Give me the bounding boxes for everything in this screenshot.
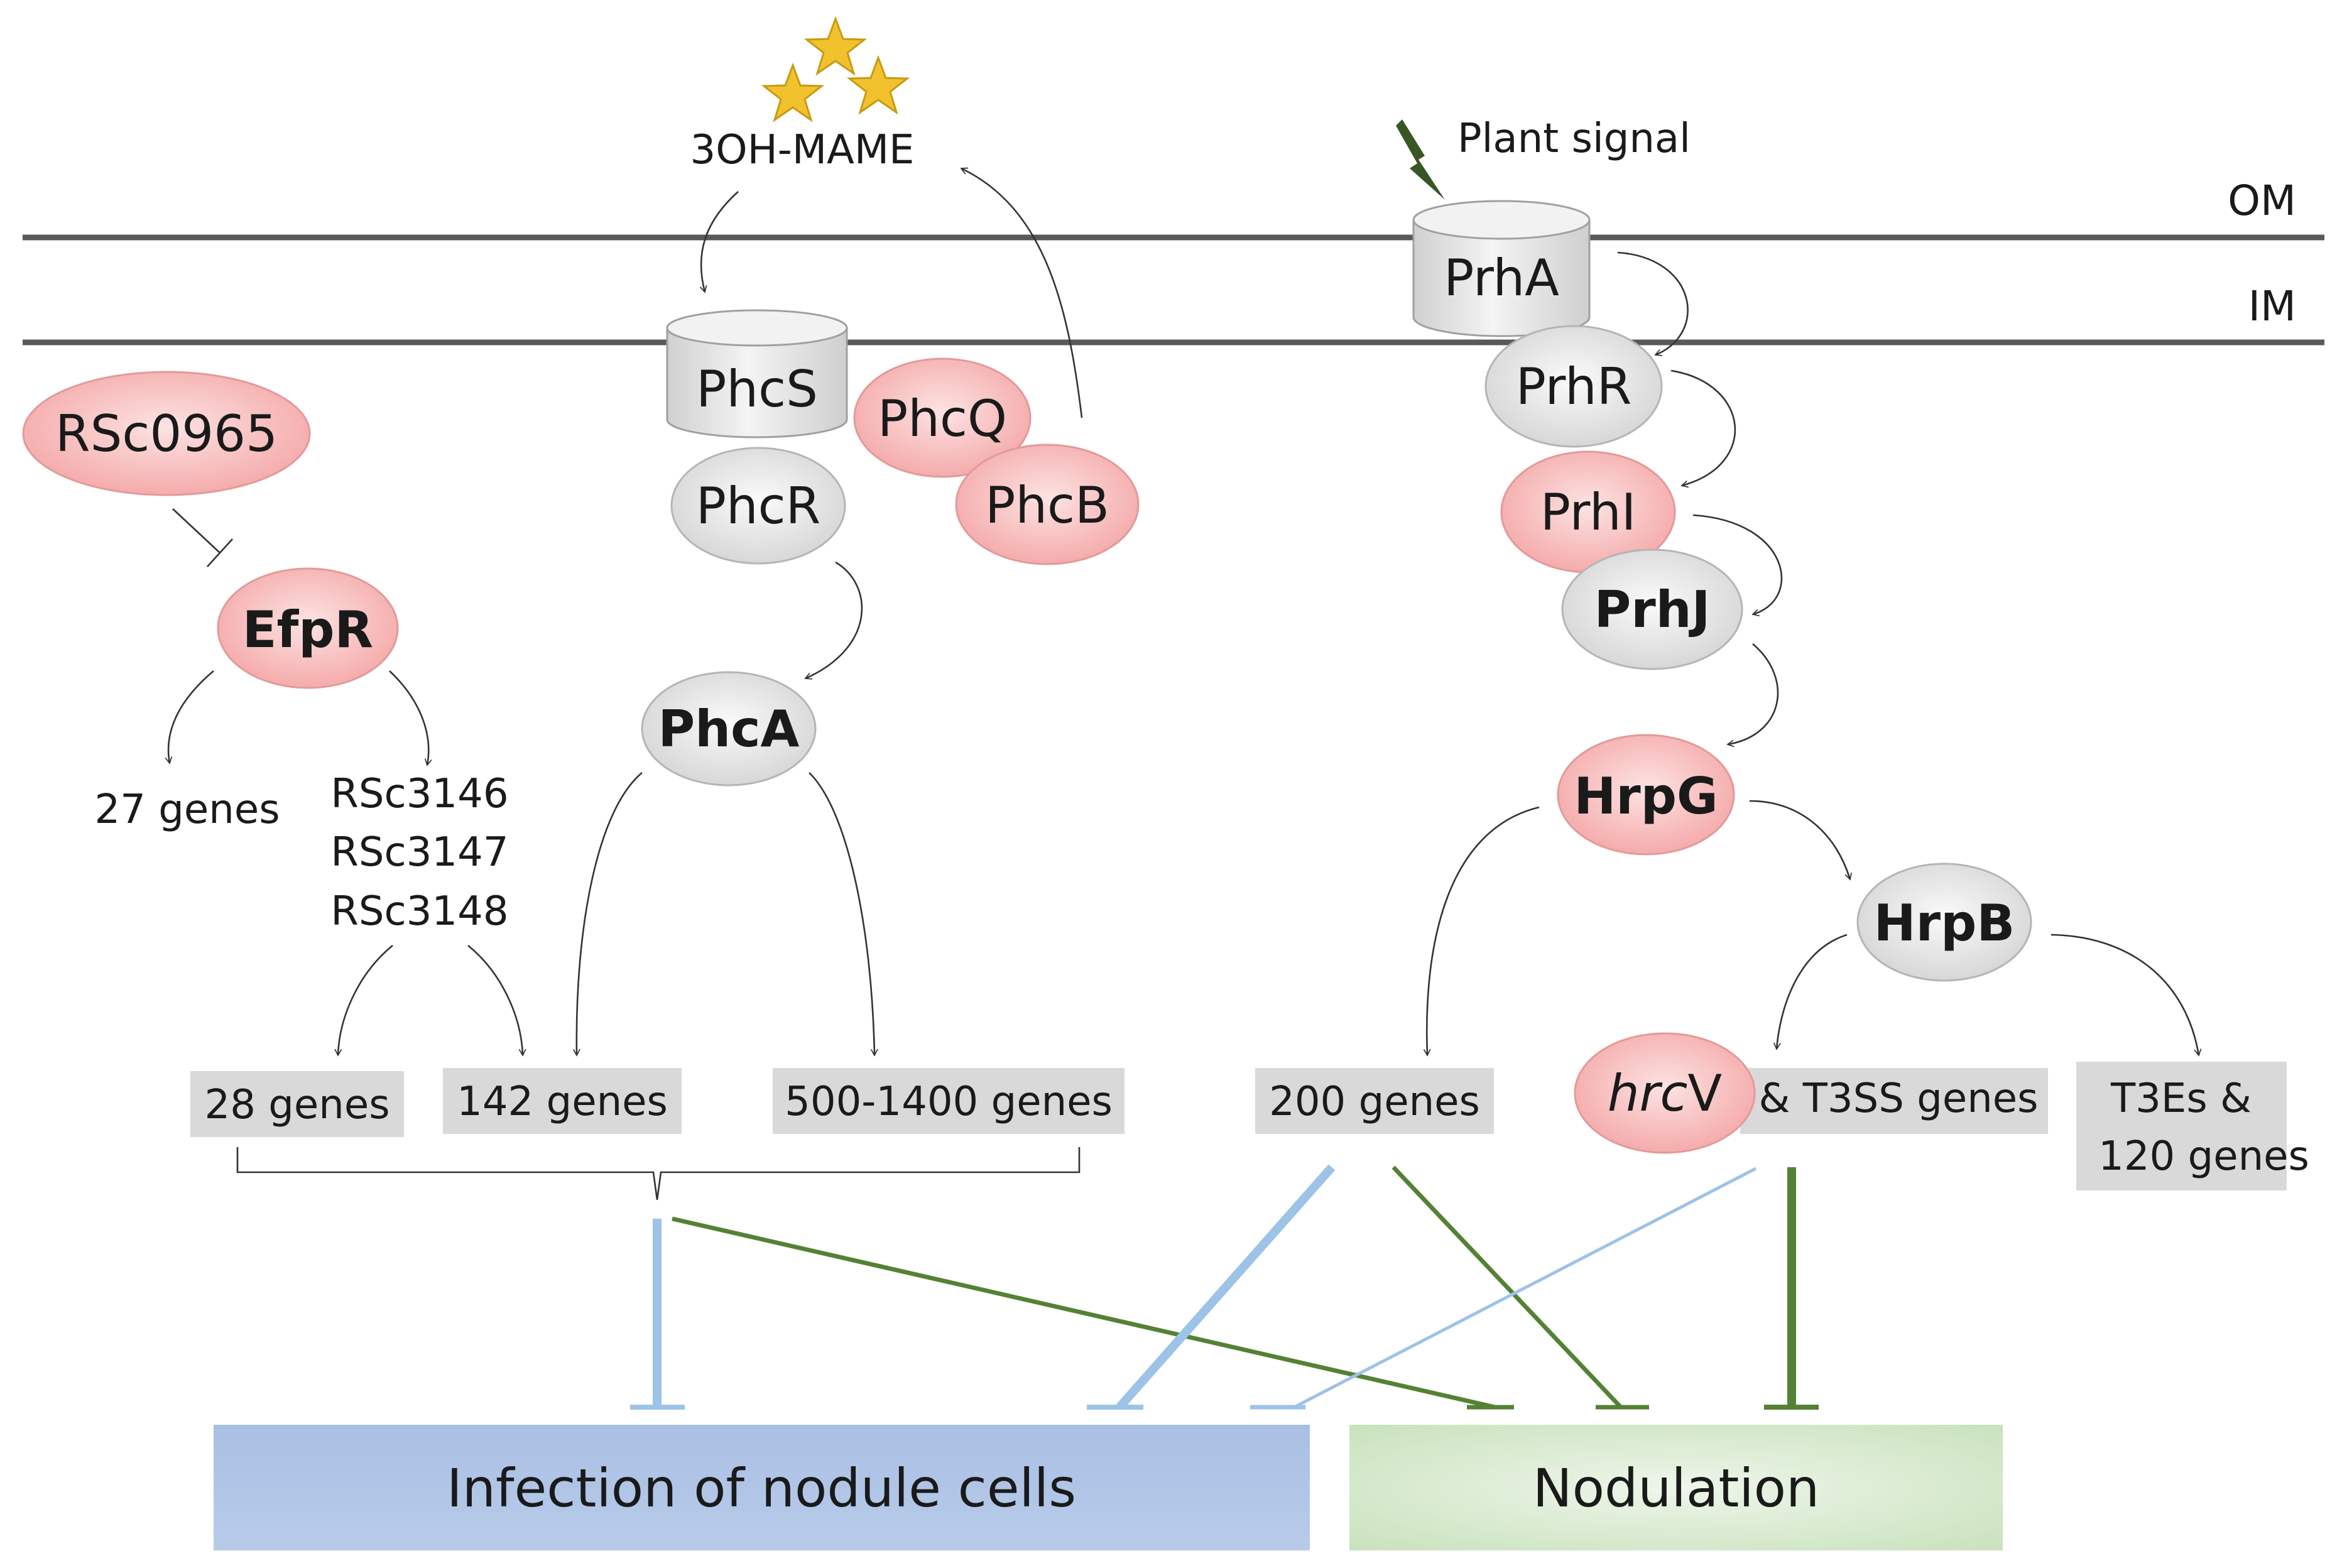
t3es-line-2: 120 genes <box>2098 1133 2309 1180</box>
arrow-prhr-to-prhi <box>1670 369 1736 488</box>
outer-membrane-label: OM <box>2228 177 2296 225</box>
arrow-phca-to-142 <box>572 772 643 1057</box>
prha-node: PrhA <box>1412 200 1591 337</box>
arrow-prhj-to-hrpg <box>1726 643 1779 748</box>
bracket-to-nodulation-line <box>672 1216 1496 1410</box>
gene-box-t3es: T3Es & 120 genes <box>2076 1062 2309 1190</box>
arrow-hrpg-to-200 <box>1423 806 1540 1057</box>
effect-lines <box>630 1164 1819 1410</box>
arrow-rsc-to-142 <box>467 944 526 1057</box>
phcr-node: PhcR <box>670 447 846 565</box>
arrow-hrpg-to-hrpb <box>1749 800 1852 881</box>
prhj-node: PrhJ <box>1561 548 1743 670</box>
hrpg-node: HrpG <box>1557 734 1735 856</box>
svg-text:HrpB: HrpB <box>1874 894 2015 952</box>
t3es-line-1: T3Es & <box>2110 1075 2252 1122</box>
svg-text:PhcR: PhcR <box>696 477 821 535</box>
arrow-prhi-to-prhj <box>1692 514 1783 617</box>
phcb-node: PhcB <box>955 444 1140 565</box>
svg-text:PhcS: PhcS <box>696 360 818 418</box>
arrow-rsc-to-28 <box>334 944 393 1057</box>
efpr-node: EfpR <box>217 567 399 689</box>
svg-text:hrcV: hrcV <box>1608 1064 1723 1123</box>
arrow-efpr-to-rsc <box>389 670 432 766</box>
hrpb-node: HrpB <box>1856 863 2032 982</box>
hrcv-roman-part: V <box>1687 1064 1722 1123</box>
plant-signal-label: Plant signal <box>1457 116 1691 162</box>
svg-text:PhcB: PhcB <box>985 476 1109 535</box>
hrcv-node: hrcV <box>1574 1032 1756 1154</box>
svg-text:PrhI: PrhI <box>1540 483 1637 542</box>
phcq-node: PhcQ <box>853 357 1032 478</box>
svg-text:EfpR: EfpR <box>242 601 373 659</box>
gene-box-28: 28 genes <box>190 1071 404 1137</box>
gene-box-142: 142 genes <box>443 1068 682 1134</box>
inhibition-rsc0965-efpr <box>172 508 233 567</box>
svg-text:PrhA: PrhA <box>1444 249 1559 307</box>
arrow-efpr-to-27 <box>165 670 214 765</box>
lightning-bolt-icon <box>1396 119 1445 200</box>
arrow-mame-to-phcs <box>699 191 739 293</box>
svg-text:142 genes: 142 genes <box>457 1079 668 1125</box>
rsc3146-label: RSc3146 <box>330 771 508 817</box>
rsc3148-label: RSc3148 <box>330 888 508 935</box>
svg-text:PrhJ: PrhJ <box>1594 580 1711 639</box>
gene-group-bracket <box>236 1147 1081 1200</box>
gene-box-200: 200 genes <box>1255 1068 1494 1134</box>
g200-to-nodulation-line <box>1392 1165 1623 1409</box>
prhi-node: PrhI <box>1500 450 1676 574</box>
prhr-node: PrhR <box>1484 325 1663 448</box>
svg-text:& T3SS genes: & T3SS genes <box>1759 1075 2039 1122</box>
g200-to-infection-line <box>1116 1164 1336 1410</box>
gene-box-500-1400: 500-1400 genes <box>773 1068 1125 1134</box>
arrow-phca-to-500 <box>809 772 878 1057</box>
arrow-prha-to-prhr <box>1617 251 1689 356</box>
inner-membrane-label: IM <box>2248 282 2296 330</box>
arrow-phcq-to-mame <box>960 167 1083 418</box>
svg-text:Infection of nodule cells: Infection of nodule cells <box>447 1457 1076 1519</box>
hrcv-italic-part: hrc <box>1608 1064 1688 1123</box>
rsc3147-label: RSc3147 <box>330 829 508 876</box>
svg-text:PhcQ: PhcQ <box>878 389 1007 448</box>
t3ss-to-infection-line <box>1293 1167 1757 1409</box>
gene-box-t3ss: & T3SS genes <box>1740 1068 2048 1134</box>
svg-text:500-1400 genes: 500-1400 genes <box>785 1079 1113 1125</box>
svg-text:200 genes: 200 genes <box>1269 1079 1480 1125</box>
svg-text:HrpG: HrpG <box>1574 767 1718 825</box>
arrow-phcr-to-phca <box>804 561 863 680</box>
arrow-hrpb-to-t3es <box>2051 934 2202 1057</box>
signal-molecule-label: 3OH-MAME <box>690 127 915 173</box>
svg-text:RSc0965: RSc0965 <box>55 405 278 463</box>
phcs-node: PhcS <box>666 309 848 438</box>
phca-node: PhcA <box>641 671 817 787</box>
svg-text:PrhR: PrhR <box>1516 357 1632 416</box>
nodulation-outcome-box: Nodulation <box>1349 1425 2003 1550</box>
star-icon <box>761 16 910 122</box>
arrow-hrpb-to-hrcv <box>1773 934 1848 1050</box>
svg-text:28 genes: 28 genes <box>204 1082 389 1128</box>
efpr-target-27-genes: 27 genes <box>94 787 280 833</box>
svg-text:PhcA: PhcA <box>658 700 800 758</box>
svg-text:Nodulation: Nodulation <box>1533 1457 1820 1519</box>
rsc0965-node: RSc0965 <box>22 371 311 496</box>
infection-outcome-box: Infection of nodule cells <box>214 1425 1310 1550</box>
